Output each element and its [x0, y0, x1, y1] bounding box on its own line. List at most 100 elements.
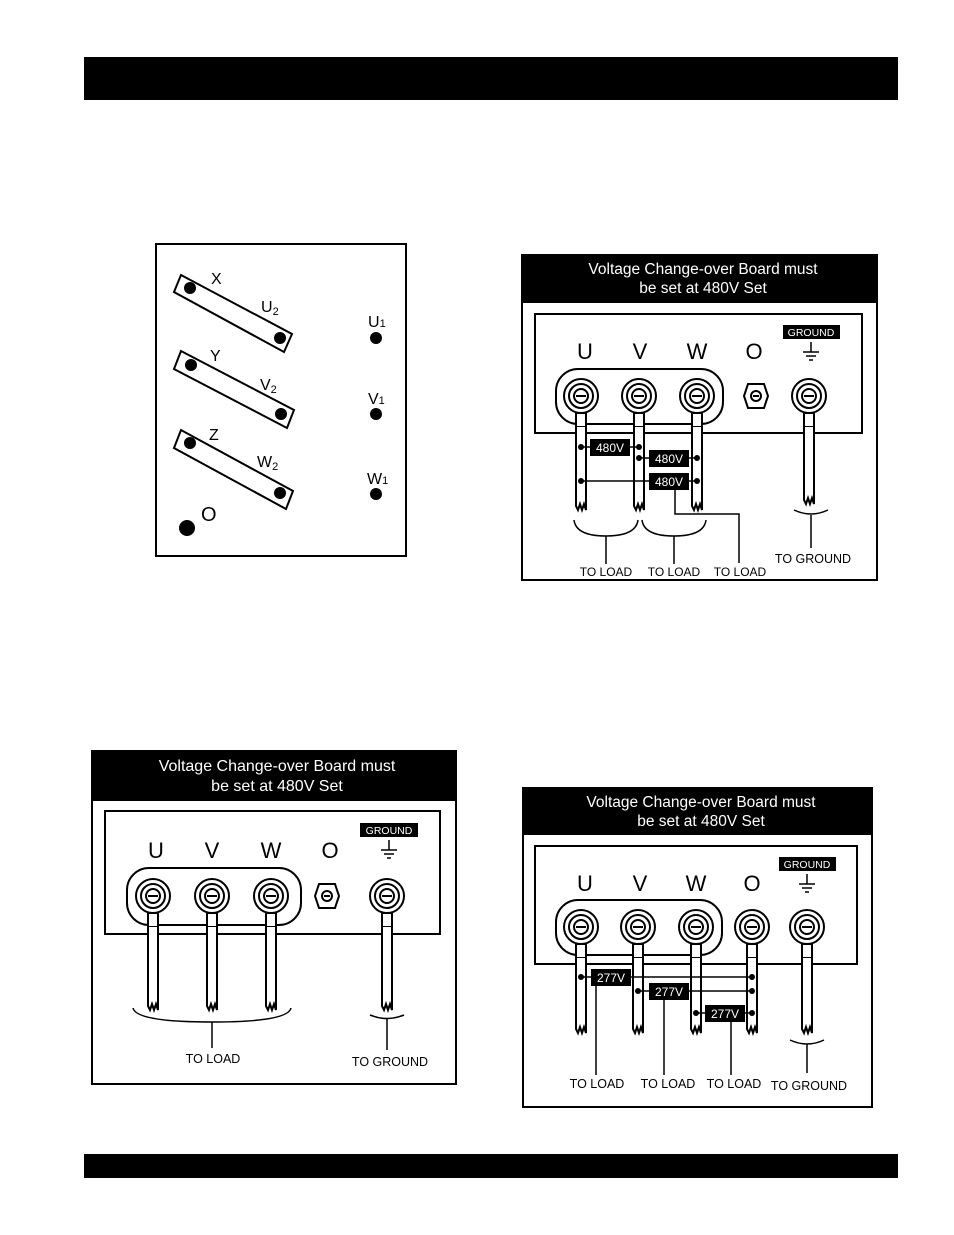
- panel-b-cable-ground: [803, 427, 815, 508]
- label-v1: V1: [368, 391, 385, 408]
- panel-c-ground-label-bg: [360, 823, 418, 837]
- footer-bar: [84, 1154, 898, 1178]
- label-y: Y: [210, 348, 221, 365]
- terminal-u1-dot: [370, 332, 382, 344]
- panel-b-lug-ground: [791, 378, 827, 414]
- panel-b-voltage-tag-uw: 480V: [655, 475, 683, 489]
- panel-d-to-load-3: TO LOAD: [707, 1077, 762, 1091]
- panel-d-title-bar: [523, 788, 872, 835]
- label-v2: V2: [260, 377, 277, 396]
- panel-b-voltage-tag-uv: 480V: [596, 441, 624, 455]
- panel-b-terminal-u: U: [577, 339, 593, 364]
- panel-d-cable-v: [632, 958, 644, 1037]
- panel-c-title-line2: be set at 480V Set: [211, 778, 343, 795]
- panel-c-ground-label: GROUND: [366, 825, 413, 837]
- terminal-o-dot: [179, 520, 195, 536]
- panel-d-voltage-tag-v: 277V: [655, 985, 683, 999]
- panel-d-terminal-v: V: [633, 871, 648, 896]
- panel-d-lug-w: [678, 909, 714, 945]
- panel-b-neutral-nut: [743, 383, 769, 409]
- terminal-v1-dot: [370, 408, 382, 420]
- panel-d-to-ground: TO GROUND: [771, 1079, 847, 1093]
- label-o: O: [201, 504, 217, 526]
- label-z: Z: [209, 427, 219, 444]
- panel-c-cable-ground: [381, 927, 393, 1014]
- panel-b-title-line2: be set at 480V Set: [639, 280, 767, 297]
- panel-d-terminal-o: O: [743, 871, 760, 896]
- panel-d-to-load-1: TO LOAD: [570, 1077, 625, 1091]
- panel-d-lug-o: [734, 909, 770, 945]
- panel-b-cable-u: [575, 427, 587, 514]
- panel-c-terminal-o: O: [321, 838, 338, 863]
- panel-b-title-bar: [522, 255, 877, 303]
- link-bar-v: [172, 349, 296, 430]
- panel-b-cable-w: [691, 427, 703, 514]
- panel-b-terminal-v: V: [633, 339, 648, 364]
- panel-d-voltage-tag-w-bg: [705, 1005, 745, 1022]
- panel-d-cable-w: [690, 958, 702, 1037]
- label-u2: U2: [261, 299, 279, 318]
- panel-b-terminal-w: W: [687, 339, 708, 364]
- panel-c-cable-w: [265, 927, 277, 1014]
- panel-c-terminal-w: W: [261, 838, 282, 863]
- panel-d-to-load-2: TO LOAD: [641, 1077, 696, 1091]
- panel-d-terminal-w: W: [686, 871, 707, 896]
- panel-3phase-3wire: Voltage Change-over Board must be set at…: [91, 750, 457, 1085]
- panel-c-cable-v: [206, 927, 218, 1014]
- panel-c-terminal-v: V: [205, 838, 220, 863]
- panel-b-cable-v: [633, 427, 645, 514]
- panel-c-title-bar: [92, 751, 456, 801]
- panel-d-lug-u: [563, 909, 599, 945]
- panel-c-lug-v: [194, 878, 230, 914]
- panel-d-voltage-tag-u: 277V: [597, 971, 625, 985]
- panel-b-to-load-2: TO LOAD: [648, 565, 701, 579]
- panel-b-to-ground: TO GROUND: [775, 552, 851, 566]
- panel-b-lug-u: [563, 378, 599, 414]
- panel-c-title-line1: Voltage Change-over Board must: [159, 758, 396, 775]
- panel-b-lug-w: [679, 378, 715, 414]
- panel-d-terminal-u: U: [577, 871, 593, 896]
- panel-c-lug-w: [253, 878, 289, 914]
- label-u1: U1: [368, 314, 386, 331]
- panel-d-ground-label: GROUND: [784, 859, 831, 871]
- panel-c-to-load: TO LOAD: [186, 1052, 241, 1066]
- panel-c-to-ground: TO GROUND: [352, 1055, 428, 1069]
- panel-c-neutral-nut: [314, 883, 340, 909]
- panel-d-lug-v: [620, 909, 656, 945]
- panel-d-voltage-tag-u-bg: [591, 969, 631, 986]
- panel-c-terminal-u: U: [148, 838, 164, 863]
- link-bar-u: [172, 273, 294, 354]
- panel-d-title-line1: Voltage Change-over Board must: [586, 794, 816, 811]
- panel-d-cable-u: [575, 958, 587, 1037]
- header-bar: [84, 57, 898, 100]
- label-x: X: [211, 271, 222, 288]
- panel-b-voltage-tag-vw-bg: [649, 450, 689, 467]
- panel-b-lug-v: [621, 378, 657, 414]
- panel-1phase-277v: Voltage Change-over Board must be set at…: [522, 787, 873, 1108]
- panel-3phase-480v: Voltage Change-over Board must be set at…: [521, 254, 878, 581]
- panel-b-ground-label: GROUND: [788, 327, 835, 339]
- terminal-board-panel: X U2 Y V2 Z W2 U1 V1 W1 O: [155, 243, 407, 557]
- panel-d-lug-ground: [789, 909, 825, 945]
- panel-d-cable-o: [746, 958, 758, 1037]
- panel-b-title-line1: Voltage Change-over Board must: [588, 261, 818, 278]
- panel-b-voltage-tag-uw-bg: [649, 473, 689, 490]
- panel-b-ground-label-bg: [783, 325, 840, 339]
- panel-d-voltage-tag-w: 277V: [711, 1007, 739, 1021]
- panel-d-cable-ground: [801, 958, 813, 1037]
- panel-b-voltage-tag-vw: 480V: [655, 452, 683, 466]
- panel-b-voltage-tag-uv-bg: [590, 439, 630, 456]
- panel-c-cable-u: [147, 927, 159, 1014]
- panel-b-to-load-1: TO LOAD: [580, 565, 633, 579]
- label-w1: W1: [367, 471, 388, 488]
- panel-d-voltage-tag-v-bg: [649, 983, 689, 1000]
- panel-d-title-line2: be set at 480V Set: [637, 813, 765, 830]
- label-w2: W2: [257, 454, 278, 473]
- panel-b-terminal-o: O: [745, 339, 762, 364]
- panel-c-lug-ground: [369, 878, 405, 914]
- panel-b-to-load-3: TO LOAD: [714, 565, 767, 579]
- panel-d-ground-label-bg: [779, 857, 836, 871]
- terminal-w1-dot: [370, 488, 382, 500]
- link-bar-w: [172, 428, 295, 511]
